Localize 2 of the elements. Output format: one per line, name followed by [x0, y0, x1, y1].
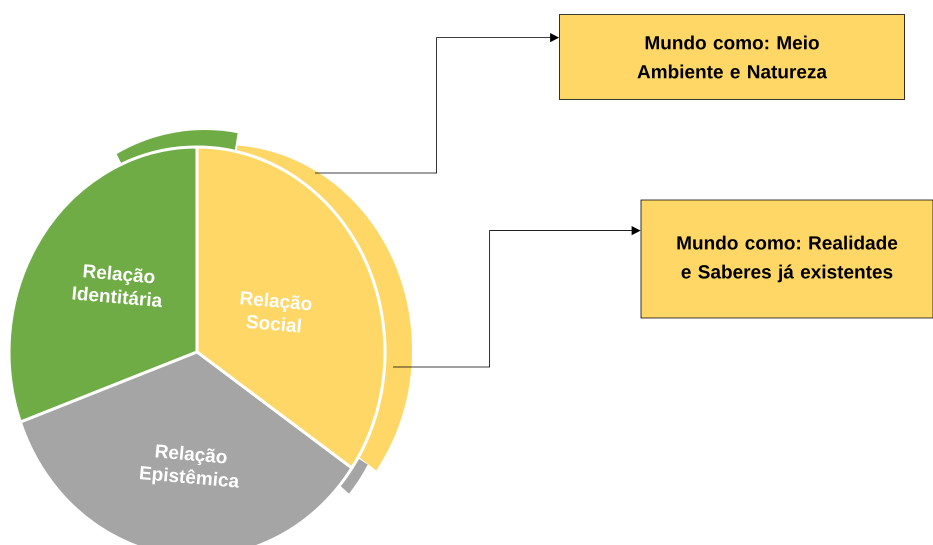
text-box: Mundo como: Meio Ambiente e Natureza: [559, 14, 905, 100]
text-box: Mundo como: Realidade e Saberes já existentes: [640, 200, 933, 318]
